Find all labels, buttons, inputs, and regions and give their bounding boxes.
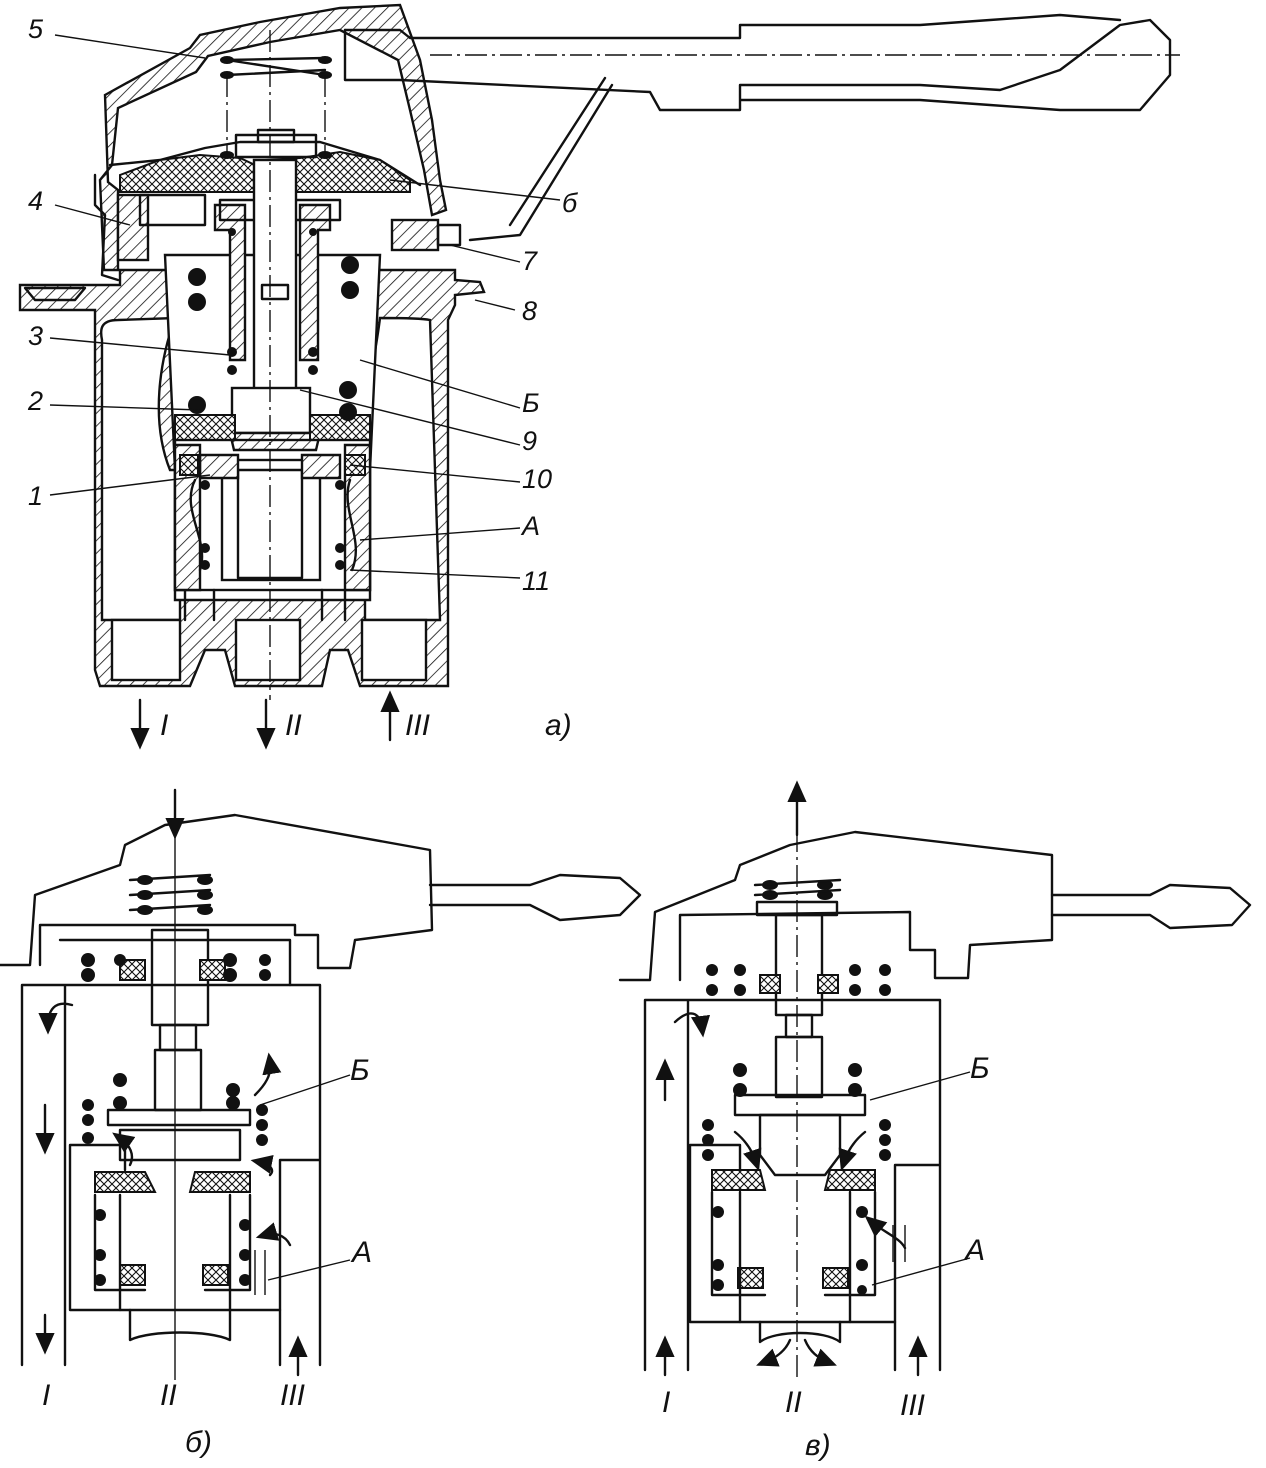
port-I: I (662, 1386, 670, 1419)
callout-B: Б (970, 1052, 990, 1085)
callout-A: А (963, 1234, 985, 1267)
port-II: II (160, 1379, 177, 1412)
callout-B: Б (350, 1054, 370, 1087)
figure-a: 5 4 3 2 1 б 7 8 Б 9 10 А 11 I II III а) (18, 3, 1180, 750)
figure-b: Б А I II III б) (0, 788, 642, 1459)
callout-1: 1 (28, 481, 43, 511)
port-III: III (900, 1389, 925, 1422)
caption-c: в) (805, 1429, 831, 1462)
callout-A-chamber: А (520, 511, 540, 541)
callout-5: 5 (28, 14, 44, 44)
port-III: III (280, 1379, 305, 1412)
callout-11: 11 (522, 566, 550, 596)
callout-b-small: б (562, 188, 578, 218)
port-I: I (42, 1379, 50, 1412)
callout-A: А (350, 1236, 372, 1269)
callout-8: 8 (522, 296, 537, 326)
callout-2: 2 (27, 386, 43, 416)
callout-7: 7 (522, 246, 538, 276)
callout-B-chamber: Б (522, 388, 540, 418)
callout-10: 10 (522, 464, 552, 494)
port-II: II (285, 709, 302, 742)
callout-4: 4 (28, 186, 43, 216)
caption-b: б) (185, 1426, 212, 1459)
callout-9: 9 (522, 426, 537, 456)
port-III: III (405, 709, 430, 742)
callout-3: 3 (28, 321, 43, 351)
port-I: I (160, 709, 168, 742)
port-II: II (785, 1386, 802, 1419)
figure-c: Б А I II III в) (618, 780, 1252, 1462)
caption-a: а) (545, 709, 572, 742)
